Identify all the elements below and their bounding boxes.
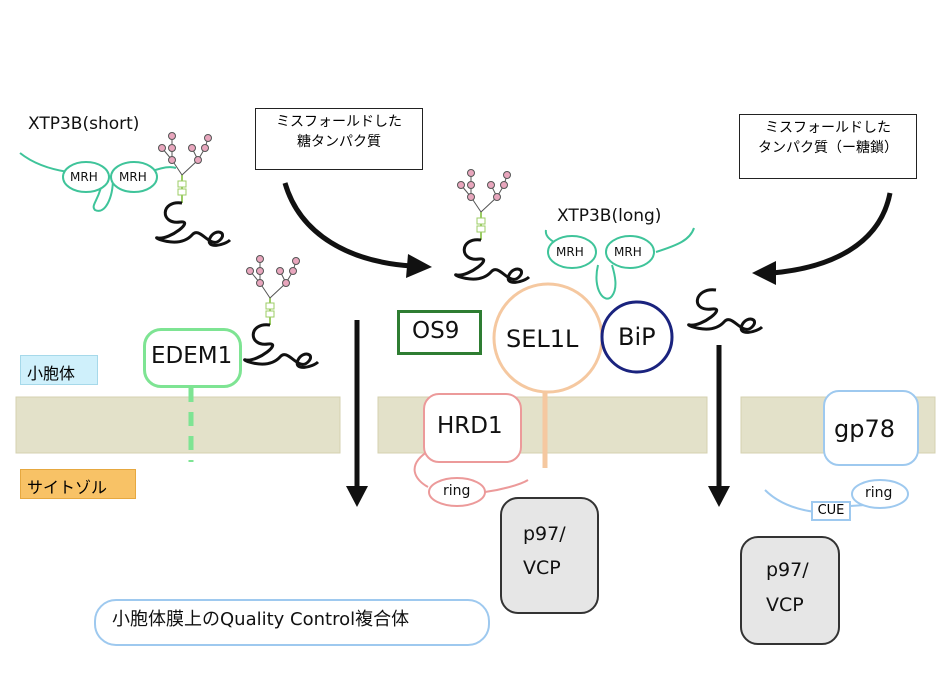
- bip-protein: [600, 300, 674, 374]
- mrh-label-short-1: MRH: [70, 170, 98, 184]
- arrow-down-right-head: [708, 486, 730, 507]
- gp78-ring-domain: [851, 479, 909, 509]
- bip-label: BiP: [618, 323, 656, 351]
- p97-middle-line2: VCP: [523, 557, 561, 579]
- mrh-domain-short-2: [110, 161, 158, 193]
- mrh-domain-short-1: [62, 161, 110, 193]
- p97-vcp-right: [740, 536, 840, 645]
- misfolded-chain-1: [155, 201, 232, 247]
- os9-protein: [397, 310, 482, 355]
- p97-right-line2: VCP: [766, 594, 804, 616]
- gp78-protein: [823, 390, 919, 466]
- qc-complex-label: [94, 599, 490, 646]
- callout-right-line2: タンパク質（ー糖鎖）: [758, 140, 898, 156]
- misfolded-chain-4: [687, 288, 764, 334]
- mrh-label-short-2: MRH: [119, 170, 147, 184]
- qc-complex-text: 小胞体膜上のQuality Control複合体: [112, 609, 410, 630]
- mrh-domain-long-1: [547, 235, 597, 269]
- callout-misfolded-glycoprotein: ミスフォールドした 糖タンパク質: [255, 108, 423, 170]
- mrh-label-long-1: MRH: [556, 245, 584, 259]
- cytosol-label: サイトゾル: [20, 469, 136, 499]
- p97-vcp-middle: [500, 497, 599, 614]
- glycan-tree-1: [158, 132, 212, 203]
- os9-label: OS9: [412, 318, 460, 344]
- arrow-down-left-head: [346, 486, 368, 507]
- arrow-glycoprotein: [282, 182, 413, 269]
- gp78-label: gp78: [834, 415, 896, 443]
- edem1-protein: [143, 328, 242, 388]
- misfolded-chain-3: [454, 238, 531, 284]
- hrd1-protein: [423, 393, 522, 463]
- gp78-ring-label: ring: [865, 485, 893, 501]
- callout-left-line1: ミスフォールドした: [276, 114, 402, 130]
- er-membrane-left: [15, 396, 341, 454]
- sel1l-label: SEL1L: [506, 325, 579, 353]
- lumen-label: 小胞体: [20, 355, 98, 385]
- hrd1-label: HRD1: [437, 413, 503, 439]
- mrh-domain-long-2: [605, 235, 655, 269]
- xtp3b-long-label: XTP3B(long): [557, 206, 662, 226]
- glycan-tree-3: [457, 169, 511, 240]
- xtp3b-short-label: XTP3B(short): [28, 114, 140, 134]
- arrow-nonglyco: [771, 192, 893, 276]
- arrow-glycoprotein-head: [406, 254, 432, 278]
- callout-right-line1: ミスフォールドした: [765, 120, 891, 136]
- mrh-label-long-2: MRH: [614, 245, 642, 259]
- edem1-label: EDEM1: [151, 343, 233, 369]
- callout-left-line2: 糖タンパク質: [297, 134, 381, 150]
- glycan-tree-2: [246, 255, 300, 325]
- misfolded-chain-2: [243, 323, 320, 369]
- callout-misfolded-nonglyco: ミスフォールドした タンパク質（ー糖鎖）: [739, 114, 917, 179]
- cue-domain: CUE: [811, 501, 851, 521]
- hrd1-ring-label: ring: [443, 483, 471, 499]
- p97-middle-line1: p97/: [523, 523, 566, 545]
- hrd1-ring-domain: [428, 477, 486, 507]
- p97-right-line1: p97/: [766, 559, 809, 581]
- arrow-nonglyco-head: [752, 261, 776, 285]
